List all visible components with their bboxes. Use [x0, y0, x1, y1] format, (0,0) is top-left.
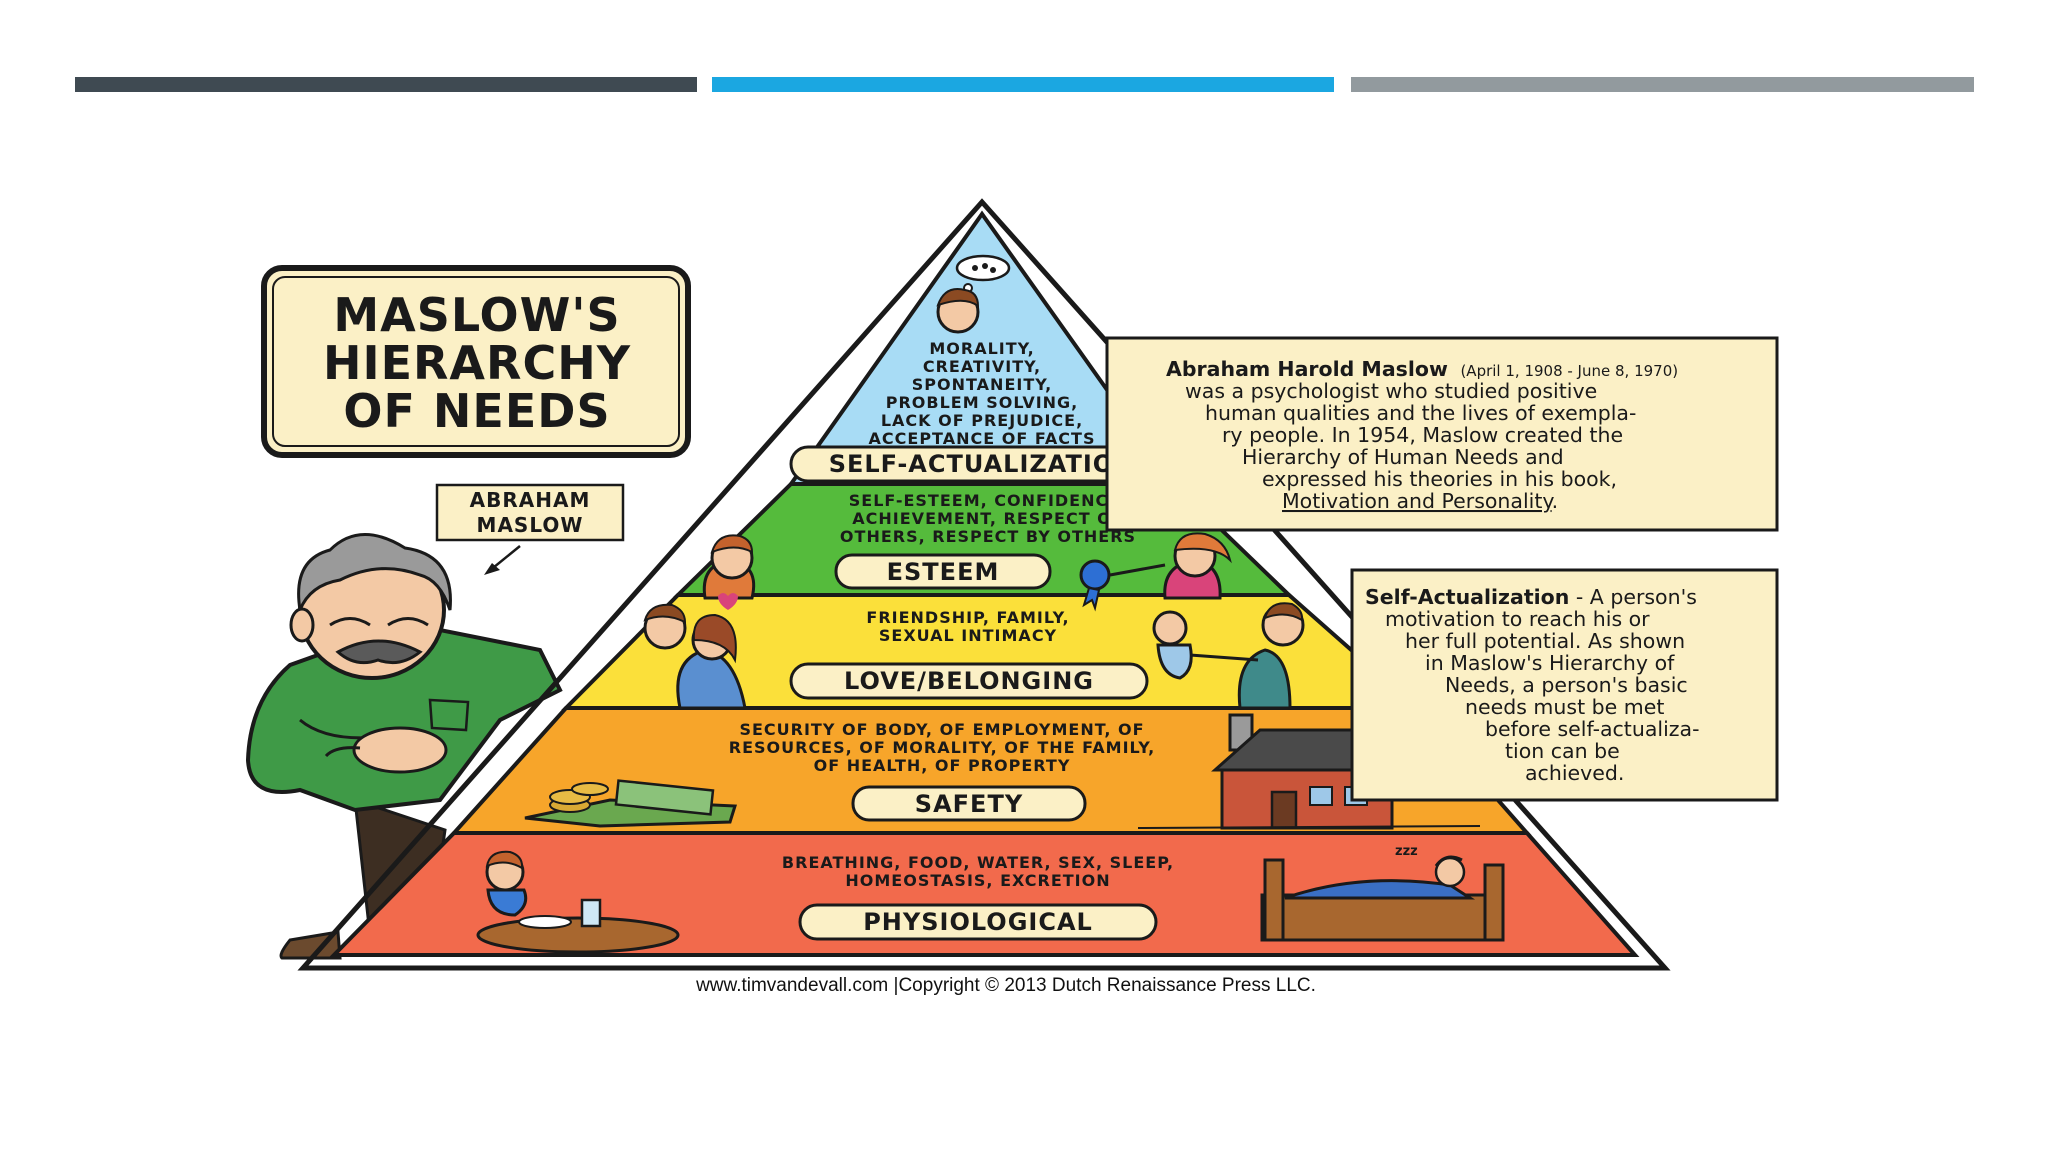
title-line-3: OF NEEDS — [343, 384, 610, 438]
svg-text:OF HEALTH, OF PROPERTY: OF HEALTH, OF PROPERTY — [814, 756, 1071, 775]
tier-label-love-belonging: LOVE/BELONGING — [789, 662, 1149, 700]
svg-text:was a psychologist who studied: was a psychologist who studied positive — [1185, 379, 1597, 403]
title-line-2: HIERARCHY — [323, 336, 631, 390]
name-tag-line-2: MASLOW — [477, 513, 584, 537]
couple-hugging-illustration — [643, 593, 747, 710]
svg-text:PROBLEM SOLVING,: PROBLEM SOLVING, — [886, 393, 1079, 412]
svg-text:FRIENDSHIP, FAMILY,: FRIENDSHIP, FAMILY, — [866, 608, 1069, 627]
tier-description-physiological: BREATHING, FOOD, WATER, SEX, SLEEP, HOME… — [782, 853, 1174, 890]
money-stack-illustration — [524, 779, 738, 828]
tier-description-self-actualization: MORALITY, CREATIVITY, SPONTANEITY, PROBL… — [869, 339, 1096, 448]
biography-box: Abraham Harold Maslow (April 1, 1908 - J… — [1105, 336, 1779, 532]
thinking-person-illustration — [936, 254, 1011, 334]
svg-text:SAFETY: SAFETY — [915, 790, 1023, 818]
child-eating-illustration — [476, 850, 680, 954]
name-tag: ABRAHAM MASLOW — [435, 483, 625, 575]
svg-text:RESOURCES, OF MORALITY, OF THE: RESOURCES, OF MORALITY, OF THE FAMILY, — [729, 738, 1155, 757]
svg-text:ACHIEVEMENT, RESPECT OF: ACHIEVEMENT, RESPECT OF — [852, 509, 1123, 528]
award-ribbon-illustration — [1079, 559, 1166, 612]
name-tag-line-1: ABRAHAM — [470, 488, 591, 512]
title-box: MASLOW'S HIERARCHY OF NEEDS — [261, 265, 691, 458]
svg-text:LOVE/BELONGING: LOVE/BELONGING — [844, 667, 1094, 695]
svg-text:PHYSIOLOGICAL: PHYSIOLOGICAL — [863, 908, 1093, 936]
svg-text:ry people. In 1954, Maslow cre: ry people. In 1954, Maslow created the — [1222, 423, 1623, 447]
svg-text:SPONTANEITY,: SPONTANEITY, — [912, 375, 1053, 394]
svg-text:OTHERS, RESPECT BY OTHERS: OTHERS, RESPECT BY OTHERS — [840, 527, 1136, 546]
svg-text:SELF-ESTEEM, CONFIDENCE,: SELF-ESTEEM, CONFIDENCE, — [849, 491, 1128, 510]
svg-text:BREATHING, FOOD, WATER, SEX, S: BREATHING, FOOD, WATER, SEX, SLEEP, — [782, 853, 1174, 872]
tier-label-physiological: PHYSIOLOGICAL — [798, 903, 1158, 941]
svg-text:Hierarchy of Human Needs and: Hierarchy of Human Needs and — [1242, 445, 1564, 469]
svg-text:human qualities and the lives: human qualities and the lives of exempla… — [1205, 401, 1636, 425]
child-left-illustration — [702, 534, 756, 600]
accent-bar-gray — [1351, 77, 1974, 92]
accent-bar-blue — [712, 77, 1334, 92]
tier-label-self-actualization: SELF-ACTUALIZATION — [789, 445, 1176, 483]
tier-description-esteem: SELF-ESTEEM, CONFIDENCE, ACHIEVEMENT, RE… — [840, 491, 1136, 546]
accent-bar-dark — [75, 77, 697, 92]
svg-text:achieved.: achieved. — [1525, 761, 1624, 785]
svg-text:before self-actualiza-: before self-actualiza- — [1485, 717, 1700, 741]
tier-label-safety: SAFETY — [851, 785, 1087, 822]
biography-heading: Abraham Harold Maslow (April 1, 1908 - J… — [1166, 357, 1678, 381]
biography-book-line: Motivation and Personality. — [1282, 489, 1558, 513]
svg-text:zzz: zzz — [1395, 844, 1418, 859]
tier-description-love-belonging: FRIENDSHIP, FAMILY, SEXUAL INTIMACY — [866, 608, 1069, 645]
svg-text:needs must be met: needs must be met — [1465, 695, 1664, 719]
svg-text:CREATIVITY,: CREATIVITY, — [923, 357, 1041, 376]
svg-text:ACCEPTANCE OF FACTS: ACCEPTANCE OF FACTS — [869, 429, 1096, 448]
svg-text:tion can be: tion can be — [1505, 739, 1620, 763]
copyright-credit: www.timvandevall.com |Copyright © 2013 D… — [695, 975, 1316, 996]
tier-description-safety: SECURITY OF BODY, OF EMPLOYMENT, OF RESO… — [729, 720, 1155, 775]
self-actualization-heading: Self-Actualization - A person's — [1365, 585, 1697, 609]
svg-text:her full potential. As shown: her full potential. As shown — [1405, 629, 1685, 653]
sleeping-person-illustration: zzz — [1260, 844, 1505, 942]
title-line-1: MASLOW'S — [333, 288, 620, 342]
svg-text:motivation to reach his or: motivation to reach his or — [1385, 607, 1650, 631]
svg-text:SELF-ACTUALIZATION: SELF-ACTUALIZATION — [829, 450, 1136, 478]
svg-text:Needs, a person's basic: Needs, a person's basic — [1445, 673, 1688, 697]
svg-text:SECURITY OF BODY, OF EMPLOYMEN: SECURITY OF BODY, OF EMPLOYMENT, OF — [739, 720, 1144, 739]
child-right-illustration — [1163, 532, 1232, 600]
svg-text:ESTEEM: ESTEEM — [887, 558, 1000, 586]
tier-label-esteem: ESTEEM — [834, 553, 1052, 590]
parent-baby-illustration — [1152, 602, 1305, 710]
svg-text:HOMEOSTASIS, EXCRETION: HOMEOSTASIS, EXCRETION — [845, 871, 1110, 890]
svg-text:expressed his theories in his: expressed his theories in his book, — [1262, 467, 1617, 491]
svg-text:LACK OF PREJUDICE,: LACK OF PREJUDICE, — [881, 411, 1083, 430]
self-actualization-box: Self-Actualization - A person's motivati… — [1350, 568, 1779, 802]
svg-text:SEXUAL INTIMACY: SEXUAL INTIMACY — [879, 626, 1057, 645]
svg-text:MORALITY,: MORALITY, — [929, 339, 1034, 358]
svg-text:in Maslow's Hierarchy of: in Maslow's Hierarchy of — [1425, 651, 1675, 675]
